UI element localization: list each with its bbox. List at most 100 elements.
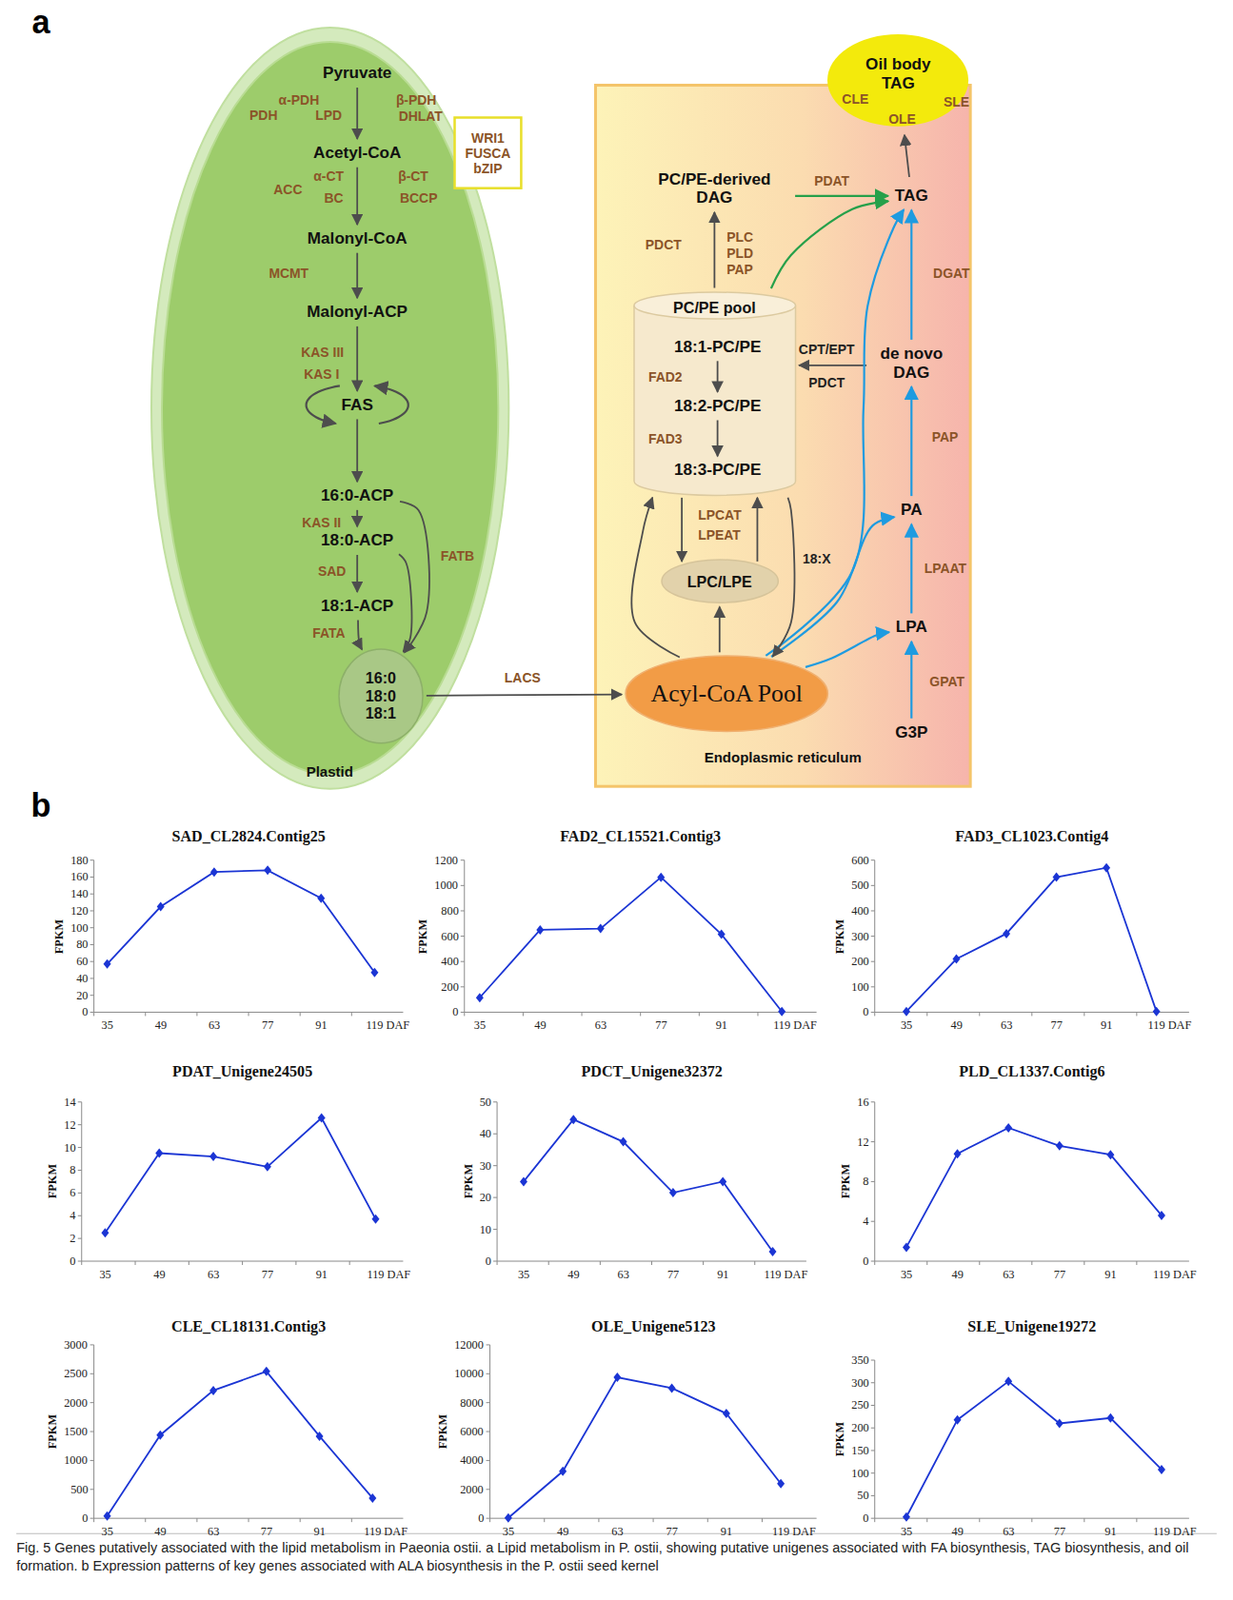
axis-tick: 35 — [900, 1525, 913, 1539]
axis-tick: 800 — [440, 904, 458, 918]
axis-tick: 91 — [715, 1018, 728, 1033]
metabolite-node: 18:1-PC/PE — [670, 336, 765, 359]
shape-label: WRI1 — [471, 130, 505, 146]
axis-tick: 4000 — [459, 1453, 484, 1468]
axis-tick: 77 — [260, 1525, 273, 1539]
enzyme-label: PDH — [249, 107, 278, 123]
axis-tick: 49 — [155, 1018, 167, 1033]
axis-tick: 119 DAF — [1153, 1268, 1197, 1282]
shape-label: PC/PE pool — [673, 298, 756, 317]
axis-tick: 12000 — [454, 1338, 484, 1353]
axis-tick: 49 — [534, 1018, 546, 1033]
flow-arrow — [798, 364, 867, 367]
chart-title: OLE_Unigene5123 — [591, 1318, 716, 1336]
axis-tick: 2000 — [63, 1396, 88, 1411]
axis-tick: 77 — [1051, 1018, 1063, 1033]
axis-tick: 6 — [69, 1186, 76, 1200]
enzyme-label: PDCT — [808, 375, 845, 391]
flow-arrow — [356, 510, 358, 527]
line-chart — [871, 1102, 1190, 1266]
axis-tick: 500 — [851, 878, 869, 893]
shape-label: LPC/LPE — [687, 573, 753, 591]
metabolite-node: PA — [896, 498, 927, 522]
axis-tick: 119 DAF — [764, 1268, 809, 1282]
axis-tick: 49 — [153, 1268, 165, 1282]
axis-tick: 2000 — [459, 1483, 484, 1497]
line-chart — [460, 860, 817, 1017]
lyso-pool-ellipse: LPC/LPE — [660, 558, 779, 604]
axis-tick: 14 — [63, 1095, 76, 1110]
enzyme-label: MCMT — [268, 265, 309, 281]
axis-tick: 77 — [1054, 1525, 1066, 1539]
axis-tick: 63 — [207, 1268, 219, 1282]
metabolite-node: de novo DAG — [869, 342, 954, 384]
chart-title: PDCT_Unigene32372 — [580, 1063, 722, 1081]
shape-label: FUSCA — [464, 145, 511, 161]
axis-tick: 60 — [76, 954, 88, 969]
axis-tick: 50 — [856, 1489, 869, 1503]
flow-arrow — [910, 641, 913, 719]
axis-tick: 8000 — [459, 1396, 484, 1411]
axis-title: FPKM — [833, 1422, 847, 1457]
enzyme-label: 18:X — [802, 551, 831, 567]
flow-arrow — [718, 607, 721, 654]
metabolite-node: 18:3-PC/PE — [670, 458, 765, 482]
axis-tick: 120 — [70, 904, 88, 918]
metabolite-node: FAS — [338, 394, 378, 418]
axis-tick: 4 — [69, 1209, 76, 1223]
axis-tick: 600 — [440, 930, 458, 944]
axis-title: FPKM — [45, 1414, 60, 1450]
axis-tick: 250 — [851, 1398, 869, 1412]
enzyme-label: CPT/EPT — [798, 341, 856, 358]
metabolite-node: Malonyl-CoA — [303, 227, 412, 251]
regulator-box: WRI1FUSCAbZIP — [453, 116, 523, 190]
axis-tick: 49 — [556, 1525, 569, 1539]
axis-tick: 63 — [617, 1268, 630, 1282]
enzyme-label: LPAAT — [924, 560, 967, 577]
axis-tick: 140 — [70, 887, 88, 901]
axis-tick: 2500 — [63, 1367, 88, 1381]
axis-tick: 119 DAF — [367, 1268, 412, 1282]
enzyme-label: CLE — [841, 91, 869, 107]
axis-tick: 35 — [517, 1268, 530, 1282]
flow-arrow — [910, 524, 913, 615]
axis-tick: 63 — [1000, 1018, 1013, 1033]
axis-tick: 63 — [1002, 1525, 1015, 1539]
enzyme-label: GPAT — [929, 674, 965, 690]
axis-tick: 0 — [81, 1511, 88, 1526]
metabolite-node: TAG — [891, 184, 933, 208]
axis-tick: 35 — [502, 1525, 515, 1539]
axis-tick: 100 — [851, 980, 869, 995]
axis-title: FPKM — [52, 919, 66, 955]
flow-arrow — [756, 497, 759, 562]
metabolite-node: 18:2-PC/PE — [670, 395, 765, 418]
axis-tick: 100 — [70, 921, 88, 935]
axis-tick: 35 — [900, 1268, 913, 1282]
enzyme-label: PAP — [932, 429, 959, 445]
chart-title: FAD3_CL1023.Contig4 — [954, 828, 1109, 846]
enzyme-label: β-CT — [397, 168, 429, 184]
flow-arrow — [713, 212, 716, 288]
shape-label: Oil body TAG — [856, 55, 939, 93]
axis-tick: 160 — [70, 870, 88, 884]
axis-tick: 0 — [862, 1005, 869, 1019]
axis-tick: 100 — [851, 1467, 869, 1481]
axis-title: FPKM — [461, 1164, 476, 1199]
line-chart — [871, 1360, 1190, 1523]
axis-tick: 77 — [261, 1268, 274, 1282]
axis-tick: 119 DAF — [1153, 1525, 1197, 1539]
axis-tick: 16 — [856, 1095, 869, 1110]
metabolite-label: de novo DAG — [873, 344, 950, 382]
axis-tick: 91 — [316, 1268, 328, 1282]
metabolite-node: 16:0-ACP — [317, 484, 398, 508]
axis-tick: 1200 — [434, 854, 458, 868]
flow-arrow — [426, 695, 622, 697]
line-chart — [90, 860, 404, 1017]
axis-tick: 300 — [851, 1376, 869, 1391]
flow-arrow — [356, 167, 358, 225]
axis-tick: 12 — [63, 1118, 76, 1133]
axis-tick: 63 — [208, 1018, 220, 1033]
axis-tick: 35 — [474, 1018, 486, 1033]
